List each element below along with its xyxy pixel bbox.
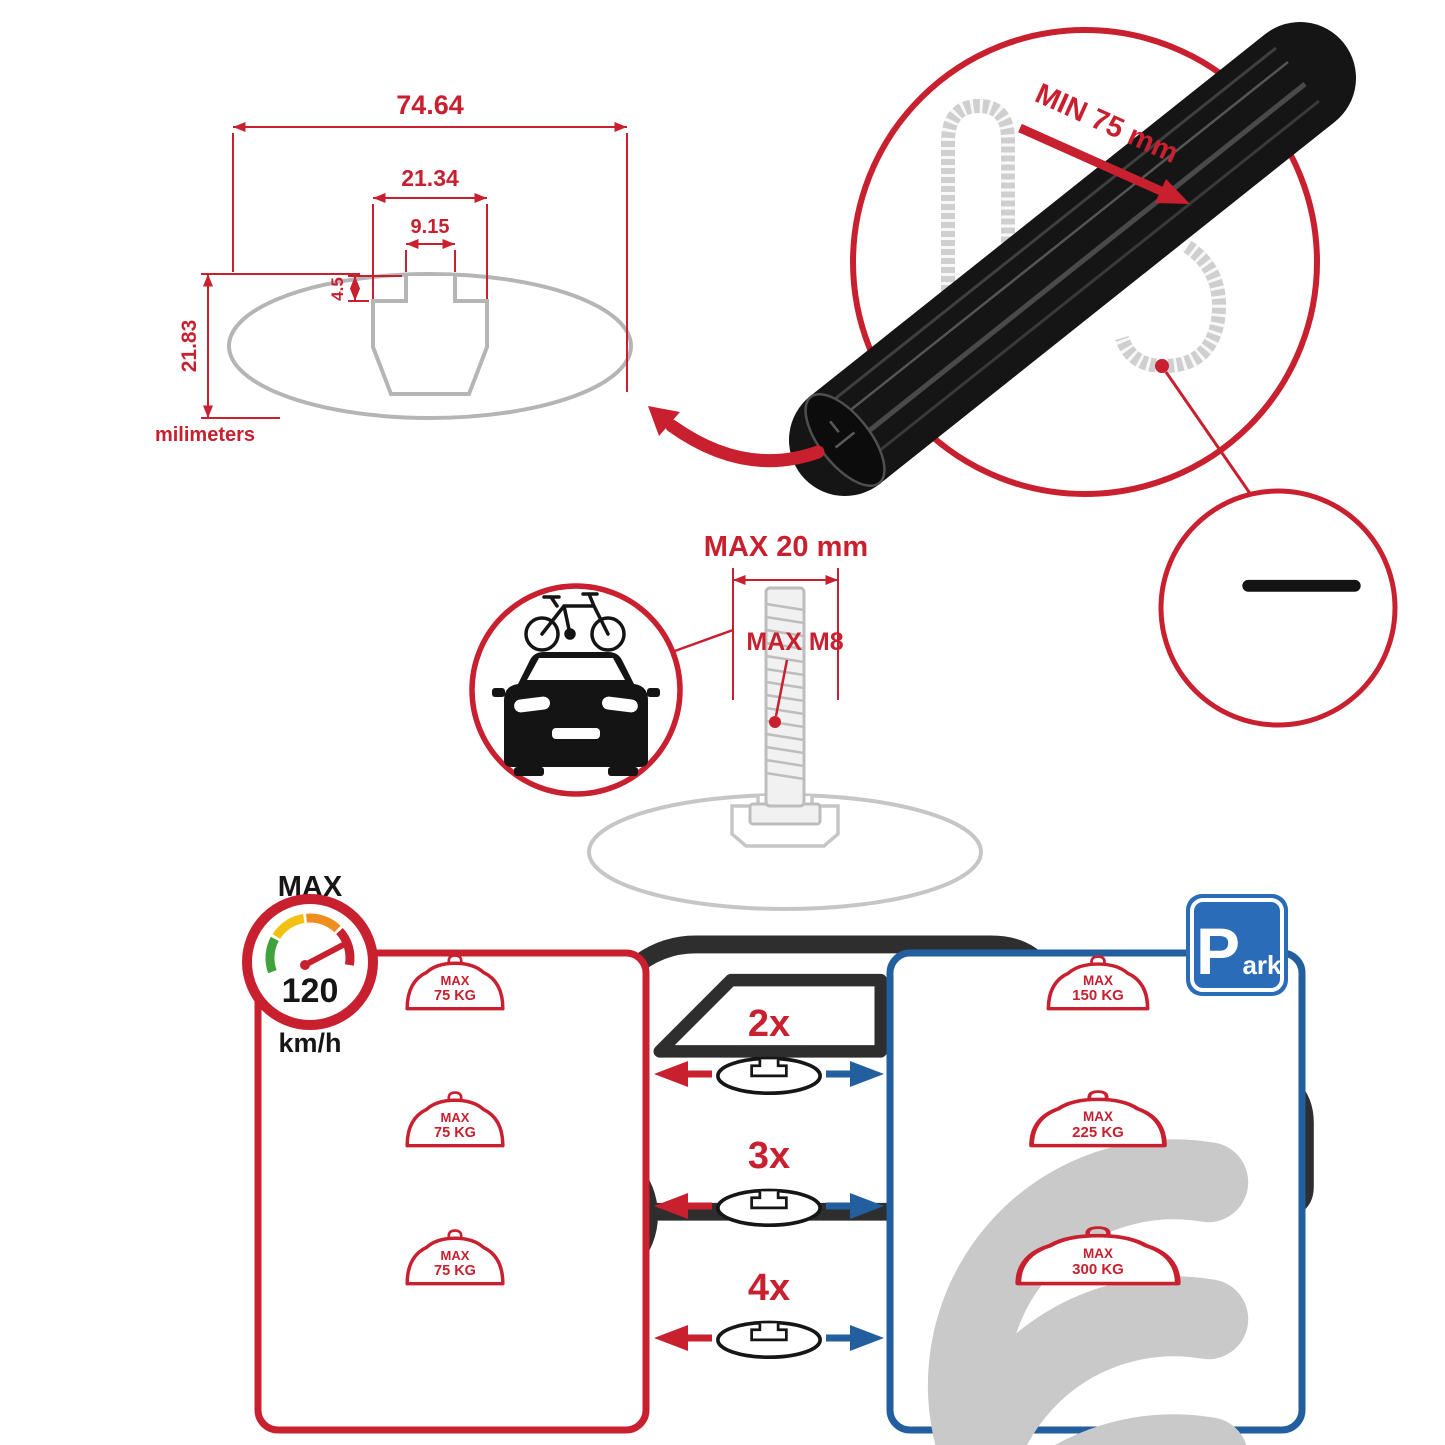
dimension-lines (201, 122, 628, 419)
bag-max-label: MAX (1083, 973, 1113, 988)
speed-unit: km/h (278, 1028, 341, 1058)
bolt-max-thread-label: MAX M8 (746, 628, 843, 656)
car-front-icon (492, 652, 660, 776)
bag-weight-value: 225 KG (1072, 1124, 1124, 1141)
dim-slot-lip-depth: 4.5 (328, 277, 347, 301)
roofbox-car-badge (376, 488, 1398, 1285)
multiplier-row-2: 3x (654, 1135, 884, 1228)
crossbar-bar (789, 22, 1356, 496)
park-sign-rest: ark (1242, 950, 1282, 980)
multiplier-label: 4x (748, 1267, 790, 1309)
attachment-point-dot (1155, 359, 1169, 373)
dim-total-width: 74.64 (396, 90, 464, 120)
gauge-arc-segments (265, 913, 355, 974)
bar-end-face (804, 392, 886, 488)
bag-max-label: MAX (441, 1248, 470, 1263)
u-bolt-front (1115, 239, 1226, 374)
dim-slot-outer-width: 21.34 (401, 165, 459, 191)
parked-car-row-3: MAX 300 KG (1018, 1228, 1445, 1445)
bolt-max-length-label: MAX 20 mm (704, 531, 868, 563)
bag-max-label: MAX (1083, 1109, 1113, 1124)
arrow-to-profile (648, 406, 825, 468)
park-sign-letter: P (1196, 914, 1240, 988)
right-arrowhead (850, 1325, 884, 1351)
load-comparison: MAX 75 KG MAX 75 KG MAX 75 KG (242, 871, 1445, 1445)
badge-connector-line (1164, 371, 1260, 506)
gauge-needle (302, 942, 346, 968)
min-span-arrowhead (1155, 179, 1190, 204)
multiplier-row-1: 2x (654, 1003, 884, 1096)
crossbar-profile-icon (716, 1320, 822, 1360)
bag-max-label: MAX (1083, 1246, 1113, 1261)
dim-total-height: 21.83 (178, 320, 201, 373)
multiplier-label: 2x (748, 1003, 790, 1045)
park-sign: P ark (1186, 894, 1288, 996)
units-label: milimeters (155, 424, 255, 446)
bolt-detail: MAX 20 mm MAX M8 (469, 531, 983, 911)
parked-car-row-2: MAX 225 KG (1032, 1092, 1445, 1445)
multiplier-label: 3x (748, 1135, 790, 1177)
bag-weight-value: 75 KG (434, 1263, 476, 1279)
t-slot-channel-outline (371, 276, 489, 396)
dim-slot-inner-width: 9.15 (411, 216, 450, 238)
parked-car-row-1: MAX 150 KG (1046, 954, 1150, 1011)
bolt-dimension-lines (732, 568, 839, 700)
bag-weight-value: 75 KG (434, 988, 476, 1004)
bag-weight-value: 75 KG (434, 1125, 476, 1141)
bike-badge-connector (671, 628, 734, 654)
crossbar-profile-icon (716, 1188, 822, 1228)
bag-weight-value: 150 KG (1072, 987, 1124, 1004)
crossbar-profile-icon (716, 1056, 822, 1096)
speed-limit-gauge: MAX 120 km/h (242, 871, 378, 1058)
left-arrowhead (654, 1061, 688, 1087)
bag-max-label: MAX (441, 973, 470, 988)
driving-car-row-2: MAX 75 KG (405, 1090, 1302, 1445)
right-arrowhead (850, 1193, 884, 1219)
bike-car-badge (469, 583, 683, 797)
multiplier-row-3: 4x (654, 1267, 884, 1360)
badge-circle (1158, 488, 1398, 728)
driving-panel (254, 949, 650, 1434)
detail-circle (850, 27, 1320, 497)
profile-dimension-drawing: 74.64 21.34 9.15 4.5 21.83 milimeters (155, 90, 633, 446)
bag-max-label: MAX (441, 1110, 470, 1125)
driving-car-row-1: MAX 75 KG (405, 953, 1302, 1445)
gauge-needle-pivot (300, 960, 310, 970)
park-sign-plate (1186, 894, 1288, 996)
bicycle-icon (524, 592, 626, 652)
left-arrowhead (654, 1325, 688, 1351)
right-arrowhead (850, 1061, 884, 1087)
park-sign-border (1190, 898, 1284, 992)
roof-box (1242, 579, 1361, 592)
thread-callout-dot (769, 716, 781, 728)
speed-value: 120 (282, 972, 339, 1010)
driving-car-row-3: MAX 75 KG (405, 1228, 505, 1286)
bag-weight-value: 300 KG (1072, 1261, 1124, 1278)
left-arrowhead (654, 1193, 688, 1219)
u-bolt-rear (941, 98, 1015, 330)
bolt: MAX M8 (746, 586, 844, 826)
